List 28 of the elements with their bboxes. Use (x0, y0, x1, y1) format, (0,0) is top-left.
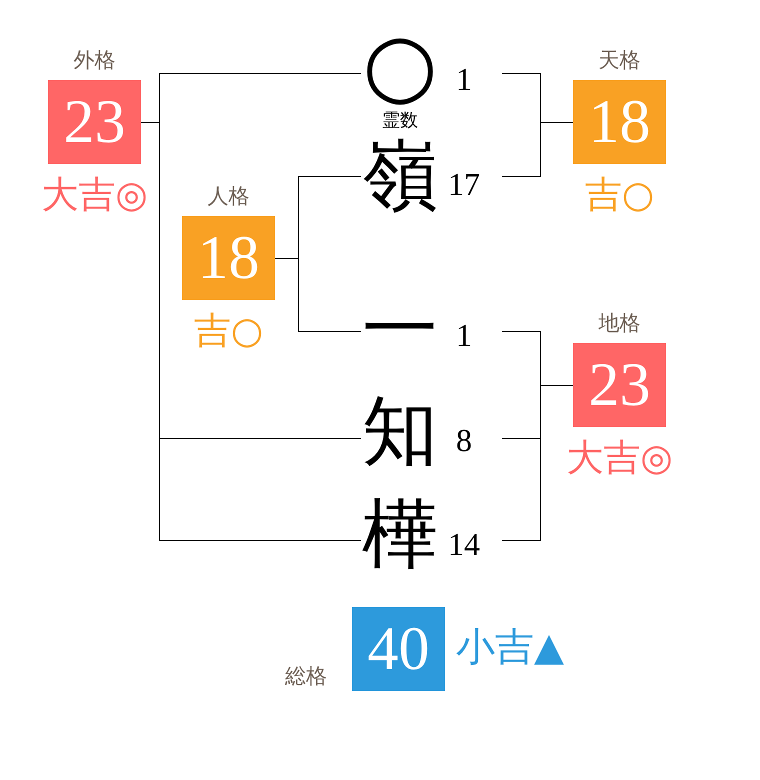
score-box: 18 (573, 80, 666, 164)
score-box: 18 (182, 216, 275, 300)
fortune-label: 吉○ (194, 311, 264, 351)
stroke-count: 17 (448, 168, 480, 200)
stroke-count: 1 (456, 63, 472, 95)
bracket-line (502, 122, 574, 177)
category-heading: 天格 (598, 48, 640, 72)
caption-label: 霊数 (382, 111, 418, 131)
fortune-label: 大吉◎ (41, 175, 148, 215)
bracket-line (274, 258, 362, 332)
fortune-label: 吉○ (584, 175, 654, 215)
stroke-count: 14 (448, 528, 480, 560)
fortune-label: 大吉◎ (566, 438, 673, 478)
category-heading: 外格 (74, 48, 116, 72)
category-heading: 総格 (285, 664, 327, 688)
bracket-line (502, 385, 574, 541)
name-character: 樺 (362, 495, 438, 575)
category-heading: 地格 (598, 311, 640, 335)
name-character: 知 (362, 392, 438, 472)
name-character: 一 (362, 290, 438, 370)
category-heading: 人格 (208, 184, 250, 208)
stroke-count: 1 (456, 319, 472, 351)
score-box: 40 (352, 607, 445, 691)
stroke-count: 8 (456, 424, 472, 456)
score-box: 23 (573, 343, 666, 427)
name-character: 嶺 (362, 136, 438, 216)
score-box: 23 (48, 80, 141, 164)
fortune-label: 小吉▲ (456, 626, 564, 670)
